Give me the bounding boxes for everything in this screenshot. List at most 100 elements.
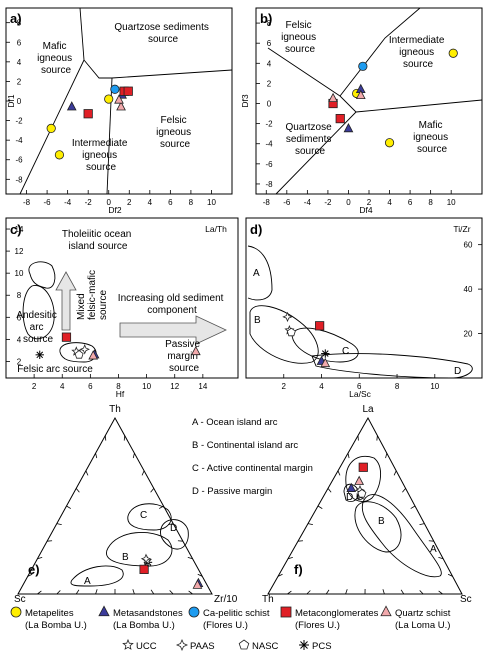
x-tick-label: 6 xyxy=(408,198,413,207)
panel-d-field-a xyxy=(248,246,272,300)
x-tick-label: 14 xyxy=(198,382,207,391)
legend-marker-pcs xyxy=(299,640,309,650)
y-tick-label: 6 xyxy=(17,38,22,47)
y-tick-label: -2 xyxy=(265,120,273,129)
legend-marker-ucc xyxy=(123,640,133,649)
x-tick-label: -6 xyxy=(44,198,52,207)
panel-d-field-label-b: B xyxy=(254,315,261,326)
y-axis-label: La/Th xyxy=(205,224,227,234)
legend-marker-metasandstones xyxy=(99,606,109,616)
point-ca_pelitic xyxy=(359,62,367,70)
legend-label: Quartz schist xyxy=(395,608,451,619)
x-tick-label: 10 xyxy=(207,198,216,207)
legend-item-metasandstones: Metasandstones(La Bomba U.) xyxy=(99,606,183,631)
legend-marker-paas xyxy=(177,640,187,650)
panel-c-ann-felsic-arc: Felsic arc source xyxy=(17,364,93,375)
panel-e-field-labels: A B C D xyxy=(84,510,177,587)
panel-f-apex-right: Sc xyxy=(460,594,472,605)
panel-e-key-c: C - Active continental margin xyxy=(192,463,313,474)
y-tick-label: 4 xyxy=(17,58,22,67)
panel-d-field-label-a: A xyxy=(253,268,260,279)
x-axis-label: Df2 xyxy=(108,205,122,215)
panel-b: b) Felsic igneous source Intermediate ig… xyxy=(240,8,482,215)
legend-sublabel: (La Loma U.) xyxy=(395,620,450,631)
legend: Metapelites(La Bomba U.)Metasandstones(L… xyxy=(11,606,451,652)
legend-sublabel: (Flores U.) xyxy=(203,620,248,631)
point-metaconglomerates xyxy=(336,114,344,122)
panel-f-label: f) xyxy=(294,562,303,577)
y-tick-label: -6 xyxy=(15,156,23,165)
point-ca_pelitic xyxy=(111,85,119,93)
panel-e-field-c xyxy=(128,504,171,530)
panel-d-fields xyxy=(248,246,472,378)
x-axis-label: Hf xyxy=(116,389,125,399)
x-tick-label: 8 xyxy=(428,198,433,207)
x-tick-label: -2 xyxy=(85,198,93,207)
point-metapelites xyxy=(385,139,393,147)
panel-e-apex-top: Th xyxy=(109,404,121,415)
y-axis-label: Ti/Zr xyxy=(453,224,470,234)
legend-label: Metasandstones xyxy=(113,608,183,619)
point-pcs xyxy=(36,351,44,359)
panel-d-field-label-d: D xyxy=(454,366,461,377)
point-paas xyxy=(283,313,291,321)
y-tick-label: 8 xyxy=(267,19,272,28)
panel-e-key-a: A - Ocean island arc xyxy=(192,417,278,428)
panel-f-field-label-b: B xyxy=(378,516,385,527)
panel-c-ann-passive: Passive margin source xyxy=(165,339,203,374)
legend-label: NASC xyxy=(252,641,279,652)
x-tick-label: 6 xyxy=(168,198,173,207)
panel-c-ann-old-sediment: Increasing old sediment component xyxy=(118,293,226,316)
legend-label: PCS xyxy=(312,641,332,652)
x-tick-label: 0 xyxy=(346,198,351,207)
point-metaconglomerates xyxy=(124,87,132,95)
legend-marker-ca_pelitic xyxy=(189,607,199,617)
legend-label: Ca-pelitic schist xyxy=(203,608,270,619)
y-tick-label: 8 xyxy=(17,291,22,300)
x-tick-label: 2 xyxy=(282,382,287,391)
panel-a-boundaries xyxy=(20,8,232,194)
panel-c-ann-tholeiitic: Tholeiitic ocean island source xyxy=(62,229,134,252)
point-metasandstones xyxy=(68,102,76,110)
panel-b-region-intermediate: Intermediate igneous source xyxy=(389,35,447,70)
x-tick-label: 10 xyxy=(142,382,151,391)
y-tick-label: 6 xyxy=(17,313,22,322)
point-metaconglomerates xyxy=(62,333,70,341)
y-tick-label: 60 xyxy=(464,241,473,250)
y-tick-label: 40 xyxy=(464,285,473,294)
panel-b-region-mafic: Mafic igneous source xyxy=(413,120,451,155)
panel-d-label: d) xyxy=(250,222,262,237)
panel-a-region-mafic: Mafic igneous source xyxy=(37,41,75,76)
panel-e-field-label-a: A xyxy=(84,576,91,587)
point-metapelites xyxy=(105,95,113,103)
panel-e-triangle xyxy=(18,418,212,594)
x-tick-label: -2 xyxy=(324,198,332,207)
legend-label: Metaconglomerates xyxy=(295,608,379,619)
y-tick-label: 14 xyxy=(15,225,24,234)
panel-b-region-labels: Felsic igneous source Intermediate igneo… xyxy=(281,20,451,157)
x-tick-label: 10 xyxy=(430,382,439,391)
y-tick-label: 8 xyxy=(17,19,22,28)
y-tick-label: -8 xyxy=(15,175,23,184)
panel-c-ann-andesitic: Andesitic arc source xyxy=(16,310,59,345)
y-axis-label: Df3 xyxy=(240,94,250,108)
point-quartz_schist xyxy=(329,94,337,102)
panel-e-fields xyxy=(71,504,188,586)
panel-e-key-d: D - Passive margin xyxy=(192,486,272,497)
legend-label: UCC xyxy=(136,641,157,652)
panel-c-arrow-up xyxy=(56,272,76,330)
y-tick-label: 2 xyxy=(17,77,22,86)
point-metapelites xyxy=(47,124,55,132)
point-metaconglomerates xyxy=(359,463,367,471)
y-axis-label: Df1 xyxy=(6,94,16,108)
legend-item-nasc: NASC xyxy=(239,640,278,652)
legend-marker-metapelites xyxy=(11,607,21,617)
panel-d-points xyxy=(283,313,329,367)
panel-e-apex-right: Zr/10 xyxy=(214,594,238,605)
x-tick-label: 2 xyxy=(127,198,132,207)
panel-b-region-quartzose: Quartzose sediments source xyxy=(286,122,335,157)
y-tick-label: 12 xyxy=(15,247,24,256)
